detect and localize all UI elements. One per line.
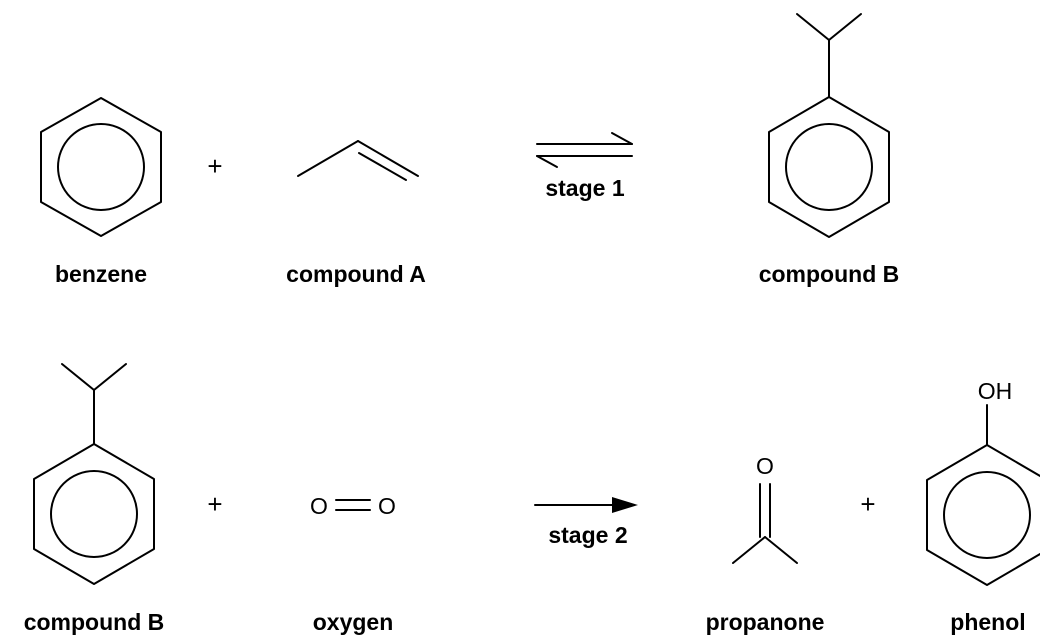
plus-sign: + [207, 151, 222, 181]
phenol-label: phenol [950, 609, 1025, 635]
propanone-label: propanone [706, 609, 825, 635]
equilibrium-arrow [536, 132, 633, 168]
plus-sign-3: + [860, 489, 875, 519]
propanone-oxygen-atom: O [756, 453, 774, 479]
compound-b-label-2: compound B [24, 609, 165, 635]
stage-2-label: stage 2 [548, 522, 627, 548]
plus-sign-2: + [207, 489, 222, 519]
compound-b-label: compound B [759, 261, 900, 287]
propene-structure [297, 140, 419, 181]
cumene-structure [768, 13, 890, 238]
benzene-label: benzene [55, 261, 147, 287]
oxygen-label: oxygen [313, 609, 394, 635]
compound-a-label: compound A [286, 261, 426, 287]
oxygen-atom-left: O [310, 493, 328, 519]
phenol-structure: OH [926, 378, 1040, 586]
oxygen-structure: O O [310, 493, 396, 519]
cumene-structure-2 [33, 363, 155, 585]
benzene-structure [40, 97, 162, 237]
forward-arrow [534, 497, 638, 513]
oxygen-atom-right: O [378, 493, 396, 519]
propanone-structure: O [732, 453, 798, 564]
phenol-oh-group: OH [978, 378, 1013, 404]
stage-1-label: stage 1 [545, 175, 624, 201]
